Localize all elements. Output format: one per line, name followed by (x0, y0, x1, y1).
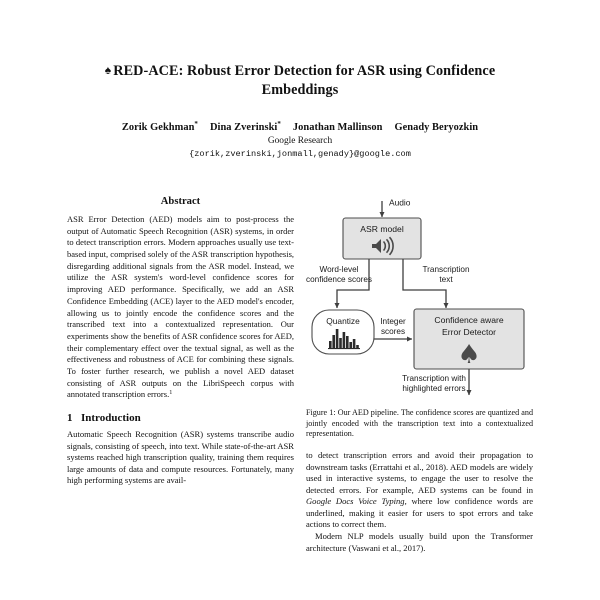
abstract-body: ASR Error Detection (AED) models aim to … (67, 214, 294, 400)
title-block: ♠RED-ACE: Robust Error Detection for ASR… (67, 62, 533, 159)
author-name: Genady Beryozkin (394, 121, 479, 133)
author-3: Genady Beryozkin (394, 122, 478, 133)
right-paragraph-1-a: to detect transcription errors and avoid… (306, 450, 533, 495)
author-1: Dina Zverinski* (210, 120, 281, 133)
paper-title-text: RED-ACE: Robust Error Detection for ASR … (113, 63, 496, 98)
figure-caption-label: Figure 1: (306, 408, 336, 417)
section-title: Introduction (81, 412, 141, 424)
confidence-scores-edge (334, 259, 370, 309)
error-detector-label-line1: Confidence aware (434, 315, 503, 325)
author-list: Zorik Gekhman*Dina Zverinski*Jonathan Ma… (67, 120, 533, 133)
figure-caption-text: Our AED pipeline. The confidence scores … (306, 408, 533, 439)
transcription-label-line2: text (439, 275, 453, 284)
asr-model-box (342, 217, 422, 260)
audio-label: Audio (389, 198, 411, 208)
figure-1: Audio ASR model Word-level confidence sc… (306, 196, 533, 408)
right-paragraph-1: to detect transcription errors and avoid… (306, 450, 533, 531)
left-column: Abstract ASR Error Detection (AED) model… (67, 196, 294, 487)
error-detector-label-line2: Error Detector (442, 327, 496, 337)
spade-icon: ♠ (104, 63, 112, 77)
integer-scores-label-line2: scores (381, 327, 405, 336)
output-label-line2: highlighted errors (402, 384, 465, 393)
speaker-icon (372, 236, 394, 256)
author-2: Jonathan Mallinson (293, 122, 383, 133)
output-label-line1: Transcription with (402, 374, 466, 383)
quantize-label: Quantize (326, 316, 360, 326)
word-level-label-line1: Word-level (320, 265, 359, 274)
spade-icon: ♠ (457, 340, 480, 370)
author-footnote-marker: * (194, 119, 198, 128)
author-0: Zorik Gekhman* (122, 120, 198, 133)
section-number: 1 (67, 412, 73, 424)
transcription-text-edge (402, 259, 449, 309)
figure-caption: Figure 1: Our AED pipeline. The confiden… (306, 408, 533, 440)
histogram-icon (328, 329, 360, 350)
contact-email: {zorik,zverinski,jonmall,genady}@google.… (189, 148, 411, 159)
author-name: Zorik Gekhman (121, 121, 195, 133)
author-name: Jonathan Mallinson (292, 121, 383, 133)
affiliation: Google Research (267, 135, 333, 146)
asr-model-label: ASR model (360, 224, 404, 234)
right-column: Audio ASR model Word-level confidence sc… (306, 196, 533, 554)
transcription-label-line1: Transcription (422, 265, 469, 274)
word-level-label-line2: confidence scores (306, 275, 372, 284)
right-paragraph-2: Modern NLP models usually build upon the… (306, 531, 533, 553)
page-title: ♠RED-ACE: Robust Error Detection for ASR… (67, 62, 533, 100)
integer-scores-label-line1: Integer (380, 317, 406, 326)
author-footnote-marker: * (277, 119, 281, 128)
author-name: Dina Zverinski (209, 121, 278, 133)
introduction-paragraph-1: Automatic Speech Recognition (ASR) syste… (67, 429, 294, 486)
abstract-text: ASR Error Detection (AED) models aim to … (67, 214, 294, 401)
introduction-heading: 1 Introduction (67, 412, 294, 424)
right-paragraph-1-italic: Google Docs Voice Typing (306, 496, 405, 507)
abstract-footnote-marker: 1 (169, 389, 173, 397)
right-paragraph-1-b: , where low confidence words are underli… (306, 496, 533, 530)
aed-pipeline-diagram: Audio ASR model Word-level confidence sc… (306, 198, 525, 396)
abstract-heading: Abstract (160, 196, 201, 207)
